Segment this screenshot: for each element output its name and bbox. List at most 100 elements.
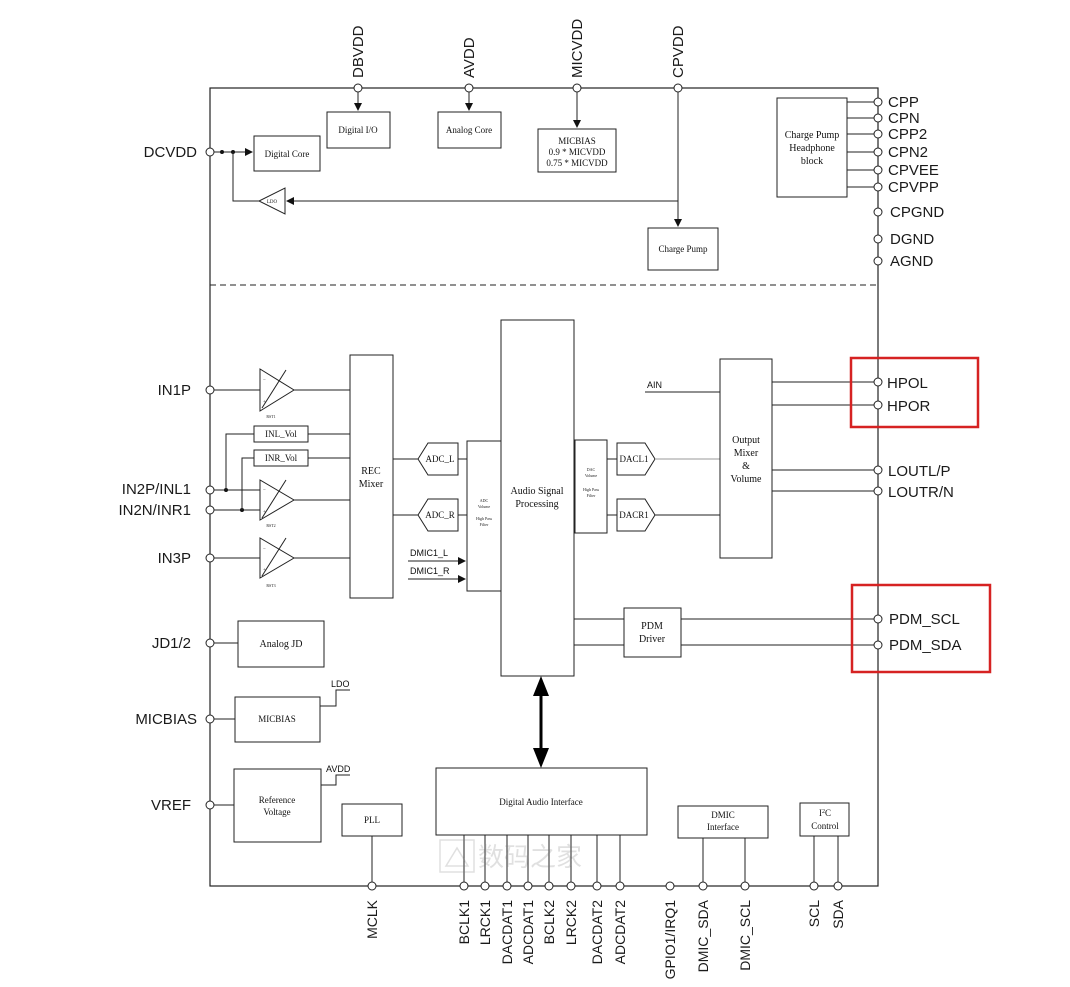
svg-text:Charge Pump: Charge Pump	[785, 130, 840, 141]
svg-text:Voltage: Voltage	[263, 807, 290, 817]
dac-volume-block: DAC Volume High Pass Filter	[574, 439, 608, 534]
svg-text:LOUTL/P: LOUTL/P	[888, 463, 951, 480]
analog-jd-block: Analog JD	[237, 620, 325, 668]
svg-text:RST2: RST2	[266, 523, 275, 528]
bottom-pin-rings	[367, 881, 843, 891]
charge-pump-block: Charge Pump	[647, 227, 719, 271]
svg-text:IN2N/INR1: IN2N/INR1	[118, 502, 191, 519]
svg-text:INR_Vol: INR_Vol	[265, 453, 298, 463]
ldo-block: LDO	[232, 152, 678, 215]
svg-text:BCLK1: BCLK1	[456, 900, 472, 945]
svg-text:Processing: Processing	[515, 499, 558, 510]
adc-l-block: ADC_L	[417, 442, 467, 476]
svg-text:High Pass: High Pass	[476, 516, 493, 521]
svg-text:MCLK: MCLK	[364, 899, 380, 939]
svg-text:AGND: AGND	[890, 253, 934, 270]
svg-text:LDO: LDO	[331, 679, 350, 689]
svg-text:VREF: VREF	[151, 797, 191, 814]
svg-text:−: −	[263, 378, 266, 383]
svg-text:DMIC: DMIC	[711, 810, 735, 820]
svg-text:MICBIAS: MICBIAS	[135, 711, 197, 728]
output-mixer-block: Output Mixer & Volume	[719, 358, 773, 559]
svg-text:Digital Audio Interface: Digital Audio Interface	[499, 797, 582, 807]
svg-text:Digital I/O: Digital I/O	[338, 125, 378, 135]
svg-text:数码之家: 数码之家	[478, 843, 582, 873]
svg-text:DACR1: DACR1	[619, 510, 649, 520]
svg-text:CPP2: CPP2	[888, 126, 927, 143]
rec-mixer-block: REC Mixer	[349, 354, 394, 599]
pdm-driver-block: PDM Driver PDM_SCL PDM_SDA	[574, 607, 962, 658]
svg-text:HPOR: HPOR	[887, 398, 931, 415]
svg-text:DACDAT2: DACDAT2	[589, 900, 605, 965]
svg-text:Filter: Filter	[480, 522, 489, 527]
svg-text:MICBIAS: MICBIAS	[558, 136, 596, 146]
pin-avdd: AVDD	[461, 37, 478, 111]
highlight-pdm-outputs	[850, 583, 992, 674]
svg-text:PLL: PLL	[364, 815, 380, 825]
digital-audio-interface-block: Digital Audio Interface	[435, 767, 648, 886]
svg-text:DMIC1_R: DMIC1_R	[410, 566, 450, 576]
svg-text:DBVDD: DBVDD	[350, 25, 367, 78]
watermark: 数码之家	[439, 839, 582, 873]
svg-text:DGND: DGND	[890, 231, 934, 248]
svg-text:DMIC_SDA: DMIC_SDA	[695, 899, 711, 972]
svg-text:CPN2: CPN2	[888, 144, 928, 161]
pin-cpvdd: CPVDD	[670, 25, 687, 227]
svg-text:RST3: RST3	[266, 583, 275, 588]
svg-text:CPN: CPN	[888, 110, 920, 127]
pin-micbias: MICBIAS	[135, 711, 235, 728]
svg-text:+: +	[263, 510, 266, 515]
svg-text:ADCDAT2: ADCDAT2	[612, 900, 628, 965]
pin-vref: VREF	[151, 797, 234, 814]
svg-text:IN3P: IN3P	[158, 550, 191, 567]
svg-text:HPOL: HPOL	[887, 375, 928, 392]
svg-text:Control: Control	[811, 821, 839, 831]
audio-signal-processing-block: Audio Signal Processing	[500, 319, 575, 677]
svg-text:Mixer: Mixer	[359, 479, 384, 490]
svg-text:CPVPP: CPVPP	[888, 179, 939, 196]
svg-text:Driver: Driver	[639, 634, 666, 645]
svg-text:Audio Signal: Audio Signal	[510, 486, 563, 497]
bottom-pin-labels: MCLK BCLK1 LRCK1 DACDAT1 ADCDAT1 BCLK2 L…	[364, 899, 846, 979]
pin-dbvdd: DBVDD	[350, 25, 367, 111]
digital-io-block: Digital I/O	[326, 111, 391, 149]
svg-text:AIN: AIN	[647, 380, 662, 390]
svg-text:DMIC1_L: DMIC1_L	[410, 548, 448, 558]
svg-text:Analog Core: Analog Core	[446, 125, 492, 135]
svg-text:DCVDD: DCVDD	[144, 144, 198, 161]
analog-core-block: Analog Core	[437, 111, 502, 149]
svg-text:GPIO1/IRQ1: GPIO1/IRQ1	[662, 900, 678, 980]
pin-jd: JD1/2	[152, 635, 238, 652]
svg-text:ADC: ADC	[480, 498, 489, 503]
svg-text:PDM_SCL: PDM_SCL	[889, 611, 960, 628]
svg-text:Interface: Interface	[707, 822, 739, 832]
svg-text:Headphone: Headphone	[789, 143, 835, 154]
dacr1-block: DACR1	[616, 498, 720, 532]
svg-text:LOUTR/N: LOUTR/N	[888, 484, 954, 501]
svg-text:Volume: Volume	[478, 504, 491, 509]
svg-text:AVDD: AVDD	[326, 764, 351, 774]
highlight-hp-outputs	[849, 356, 980, 429]
inr-vol-block: INR_Vol	[241, 449, 350, 510]
pll-block: PLL	[341, 803, 403, 886]
dmic-interface-block: DMIC Interface	[677, 805, 769, 886]
svg-text:PDM_SDA: PDM_SDA	[889, 637, 962, 654]
reference-voltage-block: Reference Voltage AVDD	[233, 764, 351, 843]
svg-text:MICVDD: MICVDD	[569, 19, 586, 78]
svg-text:SDA: SDA	[830, 899, 846, 928]
pin-dcvdd: DCVDD	[144, 144, 253, 161]
dmic1-l-signal: DMIC1_L	[408, 548, 466, 565]
svg-text:+: +	[263, 400, 266, 405]
svg-text:ADC_R: ADC_R	[425, 510, 455, 520]
svg-text:LRCK2: LRCK2	[563, 900, 579, 945]
svg-text:Volume: Volume	[731, 474, 762, 485]
svg-text:I2C: I2C	[819, 808, 831, 818]
svg-text:High Pass: High Pass	[583, 487, 600, 492]
dmic1-r-signal: DMIC1_R	[408, 566, 466, 583]
svg-text:CPGND: CPGND	[890, 204, 944, 221]
svg-text:−: −	[263, 547, 266, 552]
digital-core-block: Digital Core	[253, 135, 321, 172]
svg-text:0.9 * MICVDD: 0.9 * MICVDD	[549, 147, 606, 157]
dacl1-block: DACL1	[616, 442, 720, 476]
